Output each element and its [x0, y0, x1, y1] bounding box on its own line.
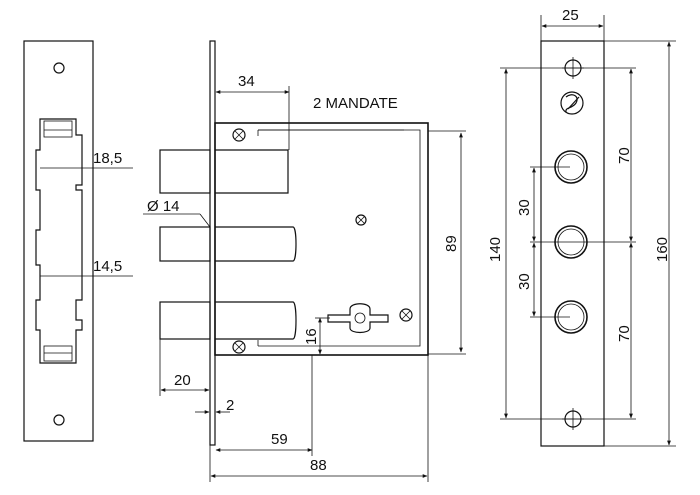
- side-view: 18,5 14,5: [23, 40, 133, 442]
- side-plate-outline: [23, 40, 94, 442]
- side-bolt-profile: [35, 118, 83, 364]
- dim-spacing-top: 70: [616, 147, 633, 164]
- bolt-middle: [159, 226, 297, 262]
- side-bolt-cap-top: [43, 120, 73, 138]
- dim-bolt-diameter: Ø 14: [147, 198, 180, 215]
- side-screw-hole-bottom: [53, 414, 65, 426]
- lock-case-inner-edge: [258, 129, 421, 347]
- case-screw-bottom: [232, 340, 246, 354]
- dim-total-length: 160: [654, 237, 671, 262]
- keyhole-center: [354, 312, 366, 324]
- case-screw-middle: [355, 214, 367, 226]
- front-plate-view: 25: [487, 7, 676, 447]
- lock-case: [214, 122, 429, 356]
- dim-inner-length: 140: [487, 237, 504, 262]
- dim-spacing-2: 30: [516, 273, 533, 290]
- front-plate-outline: [540, 40, 605, 447]
- brand-logo-icon: [560, 91, 584, 115]
- dim-bolt-throw: 20: [174, 372, 191, 389]
- side-screw-hole-top: [53, 62, 65, 74]
- side-bolt-cap-bottom: [43, 345, 73, 362]
- bolt-top: [159, 149, 289, 194]
- main-view: 34 2 MANDATE Ø 14 89 16 20 2 59: [143, 40, 466, 482]
- dim-spacing-1: 30: [516, 199, 533, 216]
- dim-total-depth: 88: [310, 457, 327, 474]
- note-label: 2 MANDATE: [313, 95, 398, 112]
- dim-backset: 34: [238, 73, 255, 90]
- dim-inner-depth: 59: [271, 431, 288, 448]
- dim-height: 89: [443, 235, 460, 252]
- dim-spacing-bottom: 70: [616, 325, 633, 342]
- bolt-bottom: [159, 301, 297, 340]
- side-dim-top: 18,5: [93, 150, 122, 167]
- case-screw-right: [399, 308, 413, 322]
- dim-key-offset: 16: [303, 328, 320, 345]
- keyhole: [327, 303, 389, 334]
- case-screw-top: [232, 128, 246, 142]
- dim-plate-width: 25: [562, 7, 579, 24]
- dim-plate-thickness: 2: [226, 397, 234, 414]
- side-dim-bottom: 14,5: [93, 258, 122, 275]
